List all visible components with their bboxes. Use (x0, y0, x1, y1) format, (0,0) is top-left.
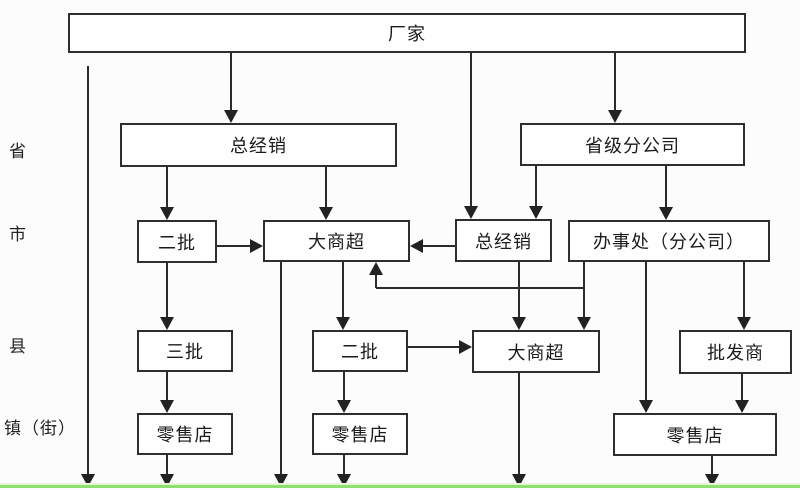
node-general-distributor-mid: 总经销 (455, 219, 552, 262)
node-office-branch-label: 办事处（分公司） (593, 232, 745, 253)
edge-retail-store-1-to-bottom (166, 455, 168, 476)
arrowhead-down-icon (319, 207, 333, 220)
arrowhead-down-icon (659, 207, 673, 220)
node-factory: 厂家 (68, 13, 746, 53)
arrowhead-right-icon (250, 239, 263, 253)
edge-hypermarket-1-to-bottom (280, 262, 282, 477)
node-retail-store-1-label: 零售店 (156, 425, 214, 446)
arrowhead-down-icon (160, 317, 174, 330)
arrowhead-down-icon (577, 317, 591, 330)
arrowhead-left-icon (410, 239, 423, 253)
edge-general-distributor-mid-to-hypermarket-2 (518, 261, 520, 319)
edge-second-batch-2-to-retail-store-2 (343, 372, 345, 402)
arrowhead-down-icon (512, 317, 526, 330)
node-hypermarket-2: 大商超 (472, 330, 600, 373)
level-label-city: 市 (9, 225, 27, 245)
node-general-distributor-top: 总经销 (120, 123, 397, 167)
node-retail-store-2: 零售店 (312, 413, 408, 455)
arrowhead-down-icon (224, 110, 238, 123)
arrowhead-right-icon (459, 340, 472, 354)
node-hypermarket-1: 大商超 (263, 220, 410, 262)
edge-factory-direct-rail (87, 66, 89, 478)
level-label-town-street: 镇（街） (4, 419, 76, 439)
edge-general-distributor-mid-to-hypermarket-1 (423, 245, 455, 247)
arrowhead-down-icon (737, 317, 751, 330)
arrowhead-down-icon (464, 206, 478, 219)
node-retail-store-3-label: 零售店 (666, 425, 724, 447)
arrowhead-down-icon (529, 206, 543, 219)
arrowhead-down-icon (337, 400, 351, 413)
edge-second-batch-2-to-hypermarket-2 (408, 346, 460, 348)
edge-office-branch-to-hypermarket-1-vertical (375, 274, 377, 288)
edge-retail-store-3-to-bottom (711, 456, 713, 476)
node-hypermarket-2-label: 大商超 (507, 342, 565, 364)
node-provincial-branch-label: 省级分公司 (585, 135, 680, 157)
edge-wholesaler-to-retail-store-3 (741, 374, 743, 402)
node-third-batch: 三批 (137, 330, 233, 372)
node-retail-store-3: 零售店 (613, 413, 777, 456)
node-retail-store-1: 零售店 (137, 413, 233, 455)
level-label-province: 省 (9, 142, 27, 162)
node-second-batch-2: 二批 (312, 330, 408, 372)
edge-second-batch-1-to-hypermarket-1 (217, 245, 251, 247)
node-general-distributor-top-label: 总经销 (230, 136, 287, 157)
edge-office-branch-to-wholesaler (743, 262, 745, 319)
edge-office-branch-to-retail-store-3 (645, 262, 647, 402)
bottom-consumer-line (0, 485, 800, 488)
edge-retail-store-2-to-bottom (343, 455, 345, 476)
level-label-county: 县 (9, 337, 27, 357)
node-provincial-branch: 省级分公司 (520, 123, 745, 166)
node-factory-label: 厂家 (388, 24, 426, 45)
node-second-batch-1-label: 二批 (158, 232, 196, 254)
arrowhead-down-icon (160, 207, 174, 220)
arrowhead-up-icon (369, 262, 383, 275)
edge-factory-to-general-distributor-mid (470, 53, 472, 207)
node-wholesaler-label: 批发商 (707, 343, 764, 364)
node-wholesaler: 批发商 (679, 330, 792, 374)
arrowhead-down-icon (336, 317, 350, 330)
arrowhead-down-icon (608, 110, 622, 123)
edge-third-batch-to-retail-store-1 (166, 372, 168, 402)
edge-provincial-branch-to-office-branch (665, 166, 667, 209)
arrowhead-down-icon (639, 400, 653, 413)
node-office-branch: 办事处（分公司） (568, 220, 770, 262)
edge-office-branch-to-hypermarket-2 (583, 262, 585, 319)
edge-hypermarket-2-to-bottom (518, 373, 520, 476)
arrowhead-down-icon (735, 400, 749, 413)
edge-general-distributor-top-to-second-batch-1 (166, 167, 168, 209)
node-general-distributor-mid-label: 总经销 (475, 231, 532, 253)
node-hypermarket-1-label: 大商超 (308, 232, 365, 253)
edge-hypermarket-1-to-second-batch-2 (342, 262, 344, 319)
edge-office-branch-to-hypermarket-1-horizontal (376, 287, 585, 289)
bottom-rule-highlight (0, 483, 800, 485)
arrowhead-down-icon (160, 400, 174, 413)
edge-provincial-branch-to-general-distributor-mid (535, 166, 537, 208)
node-second-batch-2-label: 二批 (341, 342, 379, 363)
node-third-batch-label: 三批 (166, 342, 204, 363)
edge-factory-to-provincial-branch (614, 53, 616, 111)
node-second-batch-1: 二批 (137, 220, 217, 263)
node-retail-store-2-label: 零售店 (331, 425, 389, 446)
edge-general-distributor-top-to-hypermarket-1 (325, 167, 327, 209)
edge-factory-to-general-distributor-top (230, 53, 232, 111)
edge-second-batch-1-to-third-batch (166, 263, 168, 319)
